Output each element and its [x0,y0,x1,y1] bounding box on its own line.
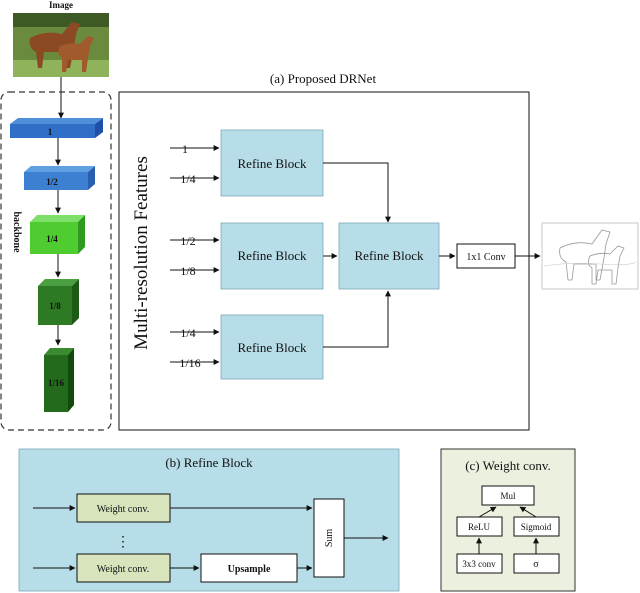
conv3x3-label: 3x3 conv [462,559,496,569]
weight-conv-top-label: Weight conv. [97,504,149,515]
backbone-stage-3: 1/4 [30,215,85,254]
panel-a-title: (a) Proposed DRNet [270,71,377,86]
backbone-stage-1: 1 [10,118,103,138]
block2-input-1-label: 1/2 [180,234,195,248]
backbone-stage-2: 1/2 [24,166,95,190]
conv-1x1-label: 1x1 Conv [466,252,505,263]
sigmoid-label: Sigmoid [521,522,552,532]
sigma-label: σ [533,559,539,570]
conv-1x1-box [456,243,516,269]
refine-block-merge-label: Refine Block [355,248,424,263]
mul-label: Mul [500,491,516,501]
backbone-stage-1-label: 1 [48,127,53,137]
sum-box [313,498,345,578]
backbone-stage-5: 1/16 [44,348,74,412]
refine-block-3-label: Refine Block [238,340,307,355]
upsample-label: Upsample [228,564,271,575]
weight-conv-bottom-box [76,553,171,583]
backbone-label: backbone [11,211,22,253]
input-image-label: Image [49,0,73,10]
input-horse-image [13,13,109,77]
block1-input-2-label: 1/4 [180,172,195,186]
block2-input-2-label: 1/8 [180,264,195,278]
refine-block-2-label: Refine Block [238,248,307,263]
backbone-stage-2-label: 1/2 [46,177,58,187]
block3-input-2-label: 1/16 [179,356,200,370]
ellipsis-label: ⋮ [116,535,130,550]
backbone-stage-4-label: 1/8 [49,301,61,311]
refine-block-1 [220,129,324,197]
weight-conv-bottom-label: Weight conv. [97,564,149,575]
sigmoid-box [513,516,560,537]
sum-label: Sum [324,529,335,548]
multi-resolution-features-label: Multi-resolution Features [131,156,152,350]
mul-box [481,485,535,506]
refine-block-2 [220,222,324,290]
relu-label: ReLU [468,522,490,532]
backbone-stage-3-label: 1/4 [46,234,58,244]
backbone-stage-5-label: 1/16 [48,378,65,388]
refine-block-1-label: Refine Block [238,156,307,171]
block1-input-1-label: 1 [182,142,188,156]
backbone-stage-4: 1/8 [38,279,79,325]
panel-b-title: (b) Refine Block [165,455,253,470]
output-edge-map [541,222,639,290]
weight-conv-top-box [76,493,171,523]
block3-input-1-label: 1/4 [180,326,195,340]
upsample-box [200,553,298,583]
panel-c-title: (c) Weight conv. [465,458,551,473]
refine-block-3 [220,314,324,380]
